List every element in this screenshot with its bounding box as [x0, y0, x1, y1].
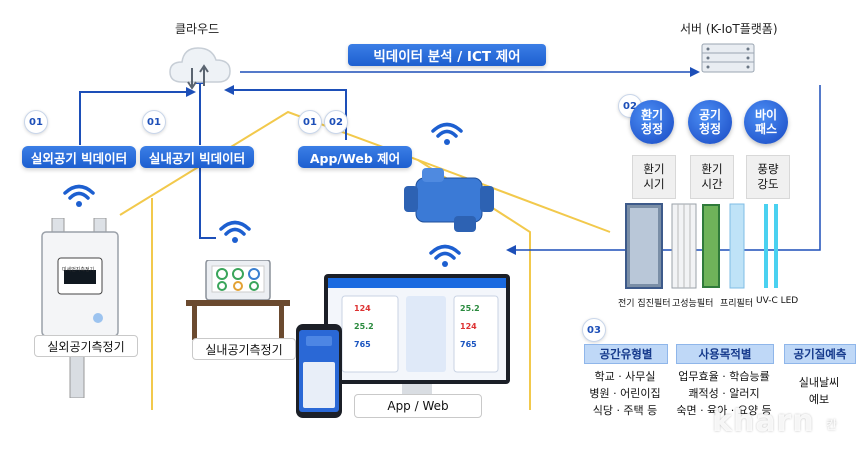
circle-bypass: 바이 패스 — [744, 100, 788, 144]
dashboard-monitor — [324, 274, 510, 400]
watermark-logo: kharn — [712, 404, 815, 439]
badge-outdoor: 01 — [24, 110, 48, 134]
dashboard-value: 765 — [354, 340, 371, 349]
server-title: 서버 (K-IoT플랫폼) — [680, 22, 778, 36]
box-airflow-strength: 풍량 강도 — [746, 155, 790, 199]
arrow-to-ventilator — [506, 245, 516, 255]
dashboard-value: 765 — [460, 340, 477, 349]
pill-outdoor-bigdata: 실외공기 빅데이터 — [22, 146, 136, 168]
badge-app-01: 01 — [298, 110, 322, 134]
line-indoor-device — [199, 168, 216, 239]
wifi-icon — [429, 244, 461, 267]
pill-app-web-control: App/Web 제어 — [298, 146, 412, 168]
server-rack-icon — [701, 43, 755, 73]
cloud-icon — [169, 47, 231, 90]
watermark-sub: 칸 — [826, 418, 838, 432]
filter-label-high-performance: 고성능필터 — [672, 299, 714, 309]
house-roof-right — [417, 159, 611, 233]
filter-stack — [625, 203, 778, 289]
arrow-app-left — [224, 85, 234, 95]
line-server-down — [512, 85, 821, 251]
outdoor-sensor-screen-label: 미세먼지측정기 — [62, 267, 95, 273]
arrow-outdoor-right — [186, 87, 196, 97]
badge-indoor: 01 — [142, 110, 166, 134]
category-forecast-body: 실내날씨 예보 — [798, 376, 840, 406]
indoor-sensor-device — [186, 260, 290, 340]
category-space-type-head: 공간유형별 — [584, 344, 668, 364]
dashboard-value: 25.2 — [460, 304, 480, 313]
filter-label-uvc-led: UV-C LED — [756, 296, 799, 306]
filter-label-electrostatic: 전기 집진필터 — [618, 299, 671, 309]
wifi-icon — [63, 184, 95, 207]
dashboard-value: 124 — [460, 322, 477, 331]
pill-indoor-bigdata: 실내공기 빅데이터 — [140, 146, 254, 168]
circle-ventilation-cleaning: 환기 청정 — [630, 100, 674, 144]
smartphone — [296, 324, 342, 418]
box-ventilation-duration: 환기 시간 — [690, 155, 734, 199]
bigdata-banner: 빅데이터 분석 / ICT 제어 — [348, 44, 546, 66]
filter-label-prefilter: 프리필터 — [720, 299, 754, 309]
badge-categories: 03 — [582, 318, 606, 342]
box-ventilation-timing: 환기 시기 — [632, 155, 676, 199]
cloud-title: 클라우드 — [175, 22, 220, 36]
category-forecast-head: 공기질예측 — [784, 344, 856, 364]
ventilator-unit — [404, 168, 494, 232]
line-outdoor-to-cloud — [79, 91, 188, 145]
outdoor-sensor-label: 실외공기측정기 — [34, 335, 138, 357]
wifi-icon — [431, 122, 463, 145]
category-purpose-body: 업무효율 · 학습능률 쾌적성 · 알러지 숙면 · 육아 · 요양 등 — [676, 370, 772, 417]
arrow-server-right — [690, 67, 700, 77]
indoor-sensor-label: 실내공기측정기 — [192, 338, 296, 360]
wifi-icon — [219, 220, 251, 243]
dashboard-value: 124 — [354, 304, 371, 313]
outdoor-sensor-device — [41, 218, 119, 398]
category-space-type-body: 학교 · 사무실 병원 · 어린이집 식당 · 주택 등 — [589, 370, 661, 417]
badge-app-02: 02 — [324, 110, 348, 134]
circle-air-cleaning: 공기 청정 — [688, 100, 732, 144]
app-web-label: App / Web — [354, 394, 482, 418]
category-purpose-head: 사용목적별 — [676, 344, 774, 364]
dashboard-value: 25.2 — [354, 322, 374, 331]
